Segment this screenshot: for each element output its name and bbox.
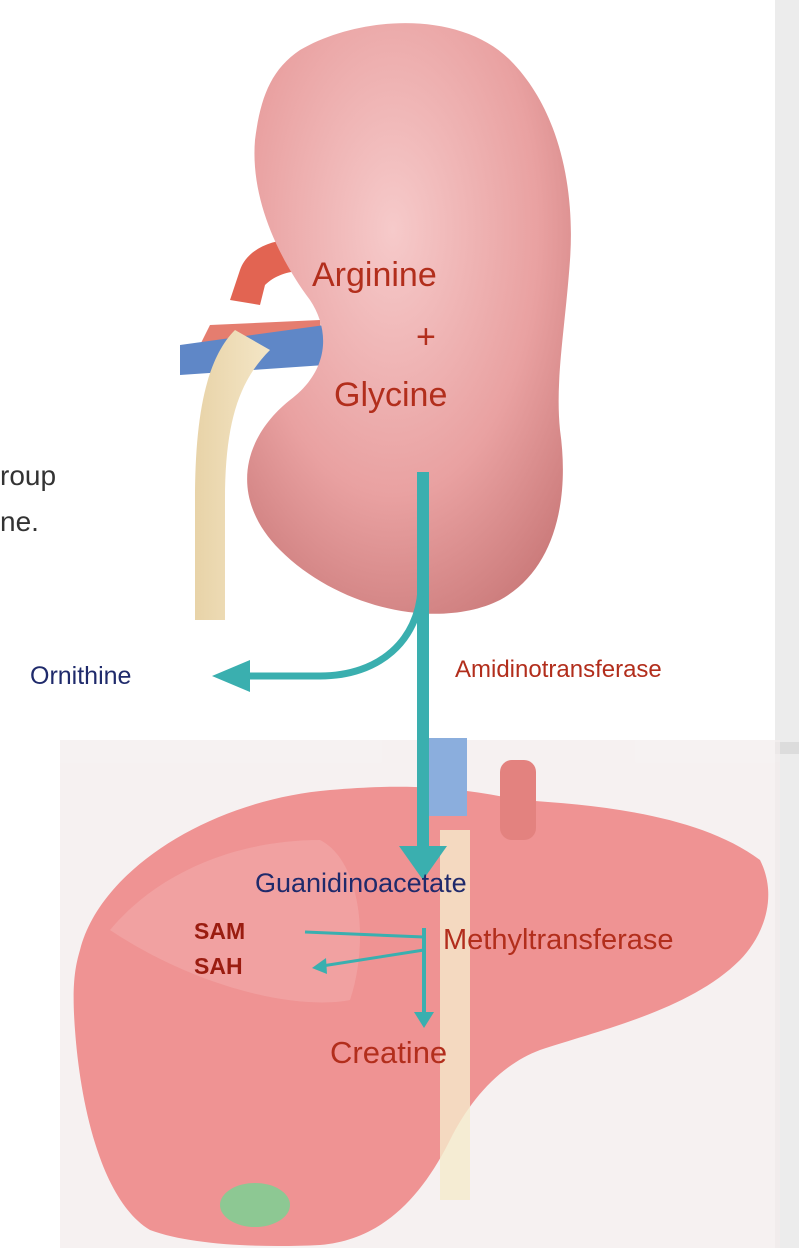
guanidinoacetate-label: Guanidinoacetate (255, 870, 467, 897)
sam-label: SAM (194, 920, 245, 943)
glycine-label: Glycine (334, 378, 447, 412)
ornithine-arrowhead (212, 660, 250, 692)
plus-sign-label: + (416, 320, 436, 354)
kidney-body (247, 23, 571, 614)
methyltransferase-label: Methyltransferase (443, 926, 674, 955)
amidinotransferase-label: Amidinotransferase (455, 658, 662, 682)
left-text-fragment-2: ne. (0, 508, 39, 536)
sah-label: SAH (194, 955, 243, 978)
ornithine-label: Ornithine (30, 664, 131, 689)
creatine-label: Creatine (330, 1037, 447, 1068)
kidney-illustration (180, 23, 571, 620)
arginine-label: Arginine (312, 258, 437, 292)
left-text-fragment-1: roup (0, 462, 56, 490)
